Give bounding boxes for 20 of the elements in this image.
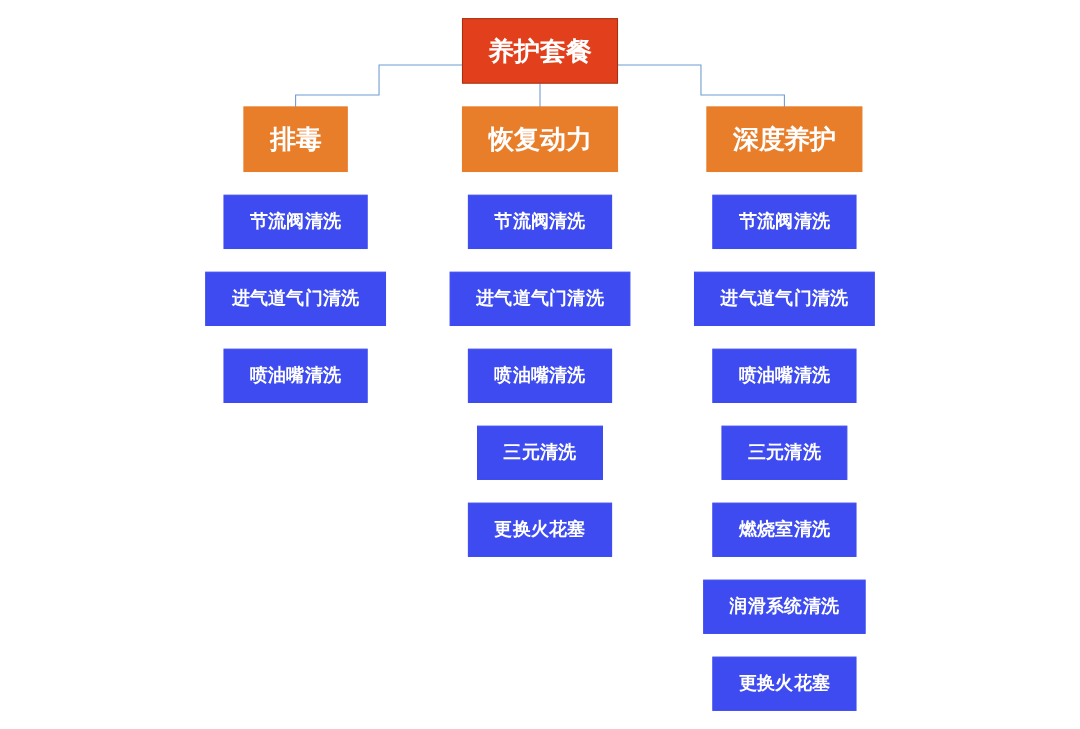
node-box: 喷油嘴清洗: [467, 348, 613, 403]
node-box: 深度养护: [706, 106, 863, 173]
node-box: 节流阀清洗: [223, 194, 368, 250]
node-box: 进气道气门清洗: [693, 271, 875, 326]
node-box: 喷油嘴清洗: [223, 348, 368, 403]
node-box: 养护套餐: [461, 18, 619, 84]
node-box: 节流阀清洗: [712, 194, 857, 250]
node-box: 进气道气门清洗: [205, 271, 387, 326]
node-box: 更换火花塞: [712, 656, 857, 711]
node-box: 节流阀清洗: [467, 194, 613, 250]
node-box: 更换火花塞: [467, 502, 613, 557]
node-box: 燃烧室清洗: [712, 502, 857, 557]
node-box: 进气道气门清洗: [449, 271, 631, 326]
connector: [539, 82, 541, 108]
node-box: 喷油嘴清洗: [712, 348, 857, 403]
node-box: 三元清洗: [721, 425, 848, 480]
connector: [617, 64, 785, 108]
node-box: 排毒: [243, 106, 348, 173]
node-box: 三元清洗: [477, 425, 603, 480]
node-box: 润滑系统清洗: [703, 579, 866, 634]
